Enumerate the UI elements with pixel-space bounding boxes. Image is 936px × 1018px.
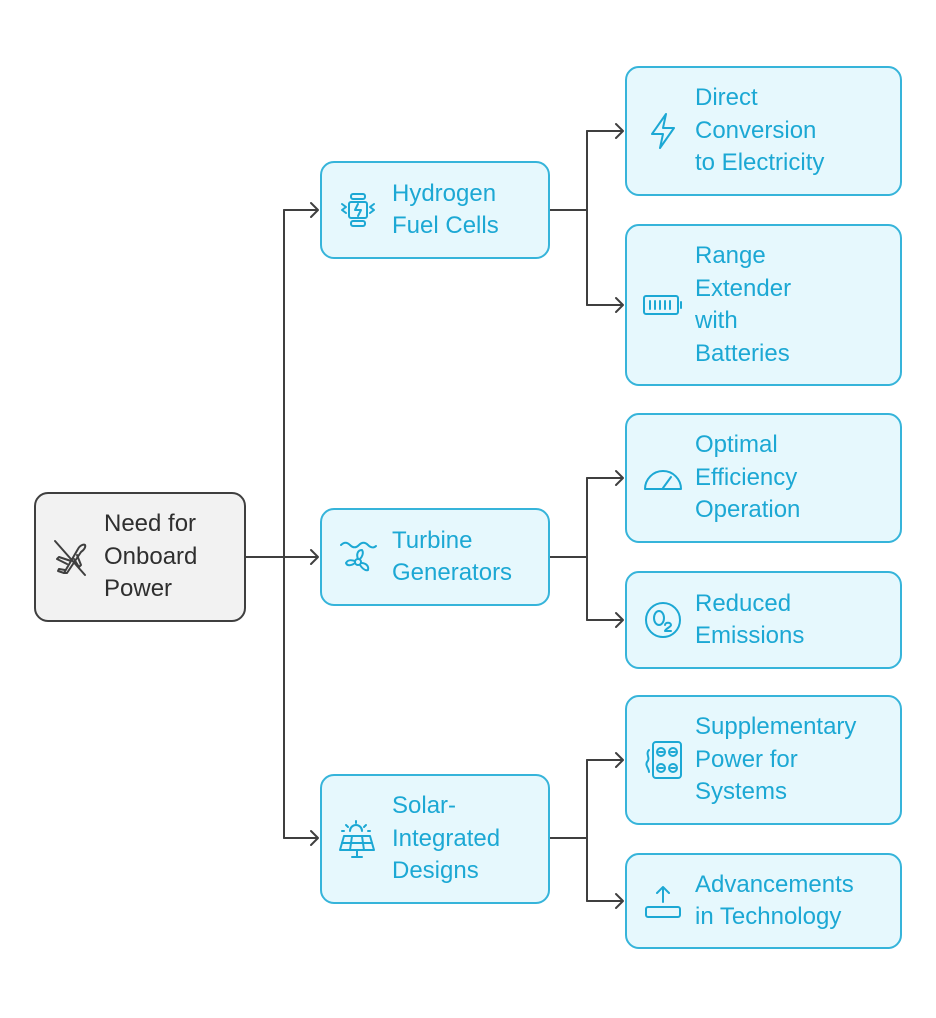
fuel-cell-icon — [336, 190, 380, 230]
root-node-label: Need for Onboard Power — [104, 510, 198, 603]
connector-root-trunk — [245, 209, 285, 839]
leaf-node-label: Reduced Emissions — [695, 589, 805, 650]
branch-node-label: Solar- Integrated Designs — [392, 792, 501, 885]
connector-root-to-hydrogen — [283, 202, 319, 218]
leaf-node-supplementary-power: Supplementary Power for Systems — [625, 695, 902, 825]
turbine-icon — [336, 537, 380, 577]
branch-node-solar-integrated-designs: Solar- Integrated Designs — [320, 774, 550, 904]
branch-node-label: Turbine Generators — [392, 526, 513, 587]
connector-solar-to-advancements — [586, 893, 624, 909]
branch-node-label: Hydrogen Fuel Cells — [392, 179, 499, 240]
connector-turbine-to-optimal — [586, 470, 624, 486]
o2-icon — [641, 600, 685, 640]
leaf-node-optimal-efficiency: Optimal Efficiency Operation — [625, 413, 902, 543]
gauge-icon — [641, 463, 685, 493]
leaf-node-advancements-in-technology: Advancements in Technology — [625, 853, 902, 949]
connector-hydrogen-to-range — [586, 297, 624, 313]
connector-root-to-turbine — [283, 549, 319, 565]
leaf-node-label: Direct Conversion to Electricity — [695, 84, 825, 177]
branch-node-hydrogen-fuel-cells: Hydrogen Fuel Cells — [320, 161, 550, 259]
connector-hydrogen-trunk — [549, 130, 588, 306]
branch-node-turbine-generators: Turbine Generators — [320, 508, 550, 606]
root-node-need-for-onboard-power: Need for Onboard Power — [34, 492, 246, 622]
battery-icon — [641, 293, 685, 317]
connector-turbine-to-reduced — [586, 612, 624, 628]
leaf-node-label: Advancements in Technology — [695, 870, 854, 931]
upgrade-icon — [641, 881, 685, 921]
connector-root-to-solar — [283, 830, 319, 846]
lightning-icon — [641, 111, 685, 151]
no-flight-icon — [50, 537, 90, 577]
leaf-node-label: Supplementary Power for Systems — [695, 713, 857, 806]
connector-hydrogen-to-direct — [586, 123, 624, 139]
leaf-node-reduced-emissions: Reduced Emissions — [625, 571, 902, 669]
connector-solar-trunk — [549, 759, 588, 902]
power-outlet-icon — [641, 738, 685, 782]
leaf-node-direct-conversion: Direct Conversion to Electricity — [625, 66, 902, 196]
connector-solar-to-supplementary — [586, 752, 624, 768]
leaf-node-label: Optimal Efficiency Operation — [695, 431, 801, 524]
connector-turbine-trunk — [549, 477, 588, 621]
leaf-node-range-extender: Range Extender with Batteries — [625, 224, 902, 386]
solar-panel-icon — [336, 819, 380, 859]
leaf-node-label: Range Extender with Batteries — [695, 242, 792, 367]
